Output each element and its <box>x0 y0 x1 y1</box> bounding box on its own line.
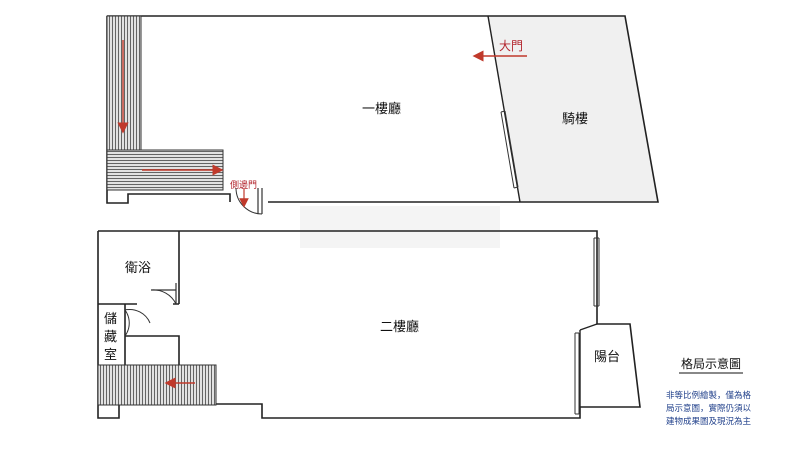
balcony-label: 陽台 <box>594 350 620 365</box>
storage-door <box>124 309 151 337</box>
legend-note-line-2: 局示意圖，實際仍須以 <box>666 403 752 414</box>
second-floor-hall-label: 二樓廳 <box>380 319 419 335</box>
balcony-wall-joint <box>579 323 598 331</box>
first-floor-hall-label: 一樓廳 <box>362 101 401 117</box>
legend-note-line-3: 建物成果圖及現況為主 <box>666 416 752 427</box>
arcade-label: 騎樓 <box>562 112 588 127</box>
side-door <box>235 187 263 215</box>
arcade-wall <box>487 15 521 203</box>
storage-label-char-2: 藏 <box>104 330 117 345</box>
arcade-window <box>500 110 519 189</box>
floor-1: 一樓廳 騎樓 大門 側邊門 <box>106 15 659 215</box>
bathroom-door <box>150 283 177 305</box>
legend-title: 格局示意圖 <box>681 356 741 371</box>
arcade-area <box>488 16 658 202</box>
storage-label-char-1: 儲 <box>104 312 117 327</box>
floor-2: 二樓廳 衛浴 儲 藏 室 陽台 <box>97 230 641 419</box>
stair-vertical-run <box>106 15 142 151</box>
main-door-label: 大門 <box>499 39 523 53</box>
stair-second-floor <box>97 364 217 406</box>
second-floor-window <box>593 237 600 307</box>
legend: 格局示意圖 非等比例繪製，僅為格 局示意圖，實際仍須以 建物成果圖及現況為主 <box>666 356 752 427</box>
side-door-label: 側邊門 <box>230 179 257 191</box>
watermark <box>300 206 500 248</box>
storage-label-char-3: 室 <box>104 347 117 363</box>
balcony-window <box>574 332 580 415</box>
legend-note-line-1: 非等比例繪製，僅為格 <box>666 390 752 401</box>
storage-walls <box>124 304 180 365</box>
bathroom-label: 衛浴 <box>125 261 151 276</box>
